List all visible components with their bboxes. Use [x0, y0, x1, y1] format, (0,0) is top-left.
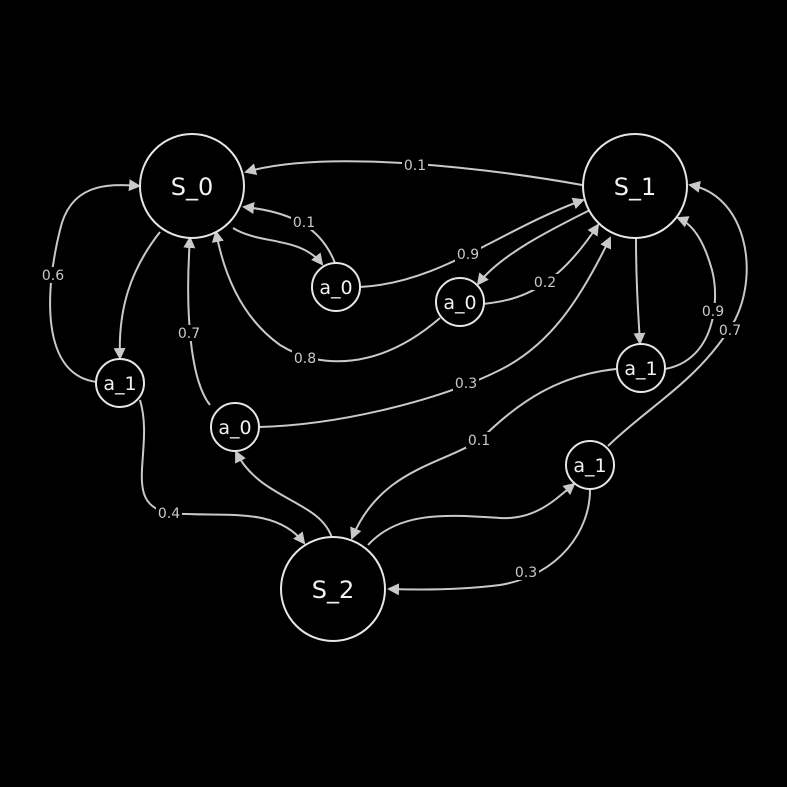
state-nodes: S_0 S_1 S_2: [139, 133, 688, 642]
edge-s2a1-to-s2: [387, 489, 591, 596]
state-node-s2: S_2: [280, 536, 386, 642]
edge-label-s0a1-to-s2: 0.4: [156, 505, 182, 522]
edge-s2-to-a1: [367, 482, 576, 546]
action-node-s2-a0: a_0: [210, 402, 260, 452]
edge-s2a1-to-s1: [607, 180, 748, 447]
edge-label-s2a0-to-s0: 0.7: [176, 325, 202, 342]
edge-s2a0-to-s1: [258, 236, 612, 428]
action-label: a_1: [624, 358, 657, 380]
edge-label-s1a0-to-s0: 0.8: [292, 350, 318, 367]
prob-label: 0.1: [404, 158, 426, 174]
edge-label-s1a1-to-s1: 0.9: [700, 303, 726, 320]
edge-s0-to-a1: [113, 231, 161, 360]
state-label: S_2: [312, 576, 355, 604]
action-circle: [435, 277, 485, 327]
state-circle: [280, 536, 386, 642]
prob-label: 0.3: [515, 565, 537, 581]
edge-s1a1-to-s1: [664, 216, 717, 370]
action-circle: [95, 358, 145, 408]
state-circle: [139, 133, 245, 239]
edge-labels: 0.1 0.1 0.9 0.6 0.4 0.8 0.2 0.9: [40, 157, 743, 581]
prob-label: 0.7: [719, 323, 741, 339]
edge-label-s2a1-to-s1: 0.7: [717, 322, 743, 339]
edge-s1-to-a1: [633, 237, 646, 345]
action-label: a_0: [443, 292, 476, 314]
action-nodes: a_0 a_1 a_0 a_1 a_0 a_1: [95, 262, 666, 490]
action-node-s0-a0: a_0: [311, 262, 361, 312]
state-node-s0: S_0: [139, 133, 245, 239]
edge-s2-to-a0: [235, 450, 333, 539]
edge-label-s0a1-to-s0: 0.6: [40, 267, 66, 284]
action-node-s2-a1: a_1: [565, 440, 615, 490]
action-label: a_1: [573, 455, 606, 477]
prob-label: 0.2: [534, 275, 556, 291]
action-circle: [311, 262, 361, 312]
edge-s1a0-to-s0: [211, 230, 441, 363]
prob-label: 0.6: [42, 268, 64, 284]
prob-label: 0.8: [294, 351, 316, 367]
state-label: S_0: [171, 173, 214, 201]
edge-s2a0-to-s0: [183, 236, 211, 406]
action-node-s1-a0: a_0: [435, 277, 485, 327]
action-label: a_0: [218, 417, 251, 439]
prob-label: 0.9: [702, 304, 724, 320]
edge-s1-to-a0: [476, 209, 591, 286]
edge-label-s1-to-s0: 0.1: [402, 157, 428, 174]
edge-label-s2a1-to-s2: 0.3: [513, 564, 539, 581]
action-node-s0-a1: a_1: [95, 358, 145, 408]
action-circle: [565, 440, 615, 490]
edge-label-s2a0-to-s1: 0.3: [453, 375, 479, 392]
prob-label: 0.3: [455, 376, 477, 392]
action-circle: [210, 402, 260, 452]
prob-label: 0.1: [468, 433, 490, 449]
action-circle: [616, 343, 666, 393]
prob-label: 0.1: [293, 215, 315, 231]
action-label: a_1: [103, 373, 136, 395]
edge-s0a0-to-s0: [242, 202, 336, 264]
edge-s0a0-to-s1: [359, 197, 585, 288]
edge-s0a1-to-s0: [49, 179, 141, 383]
action-node-s1-a1: a_1: [616, 343, 666, 393]
edge-label-s0a0-to-s1: 0.9: [455, 246, 481, 263]
edge-label-s1a0-to-s1: 0.2: [532, 274, 558, 291]
edge-label-s0a0-to-s0: 0.1: [291, 214, 317, 231]
edge-label-s1a1-to-s2: 0.1: [466, 432, 492, 449]
state-node-s1: S_1: [582, 133, 688, 239]
state-label: S_1: [614, 173, 657, 201]
edge-s0-to-a0: [232, 227, 324, 266]
action-label: a_0: [319, 277, 352, 299]
prob-label: 0.7: [178, 326, 200, 342]
state-circle: [582, 133, 688, 239]
prob-label: 0.9: [457, 247, 479, 263]
prob-label: 0.4: [158, 506, 180, 522]
